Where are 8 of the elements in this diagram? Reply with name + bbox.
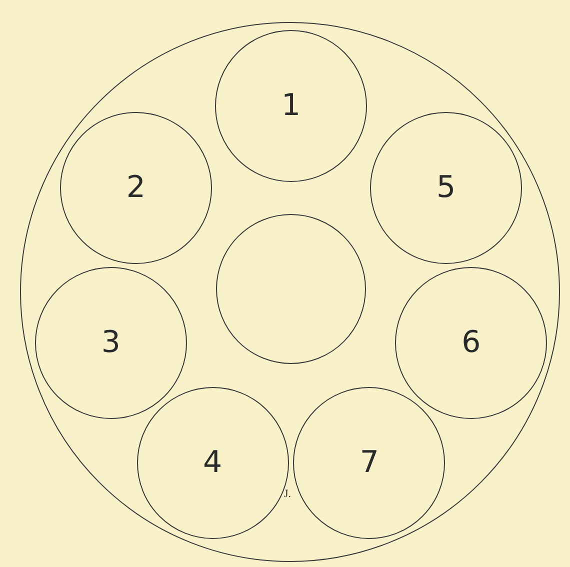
circle-number: 7 bbox=[360, 448, 379, 478]
circle-number: 6 bbox=[462, 328, 481, 358]
circle-number: 4 bbox=[203, 448, 222, 478]
signature-mark: J. bbox=[284, 488, 292, 500]
circle-number: 5 bbox=[436, 173, 456, 204]
circle-number: 2 bbox=[126, 173, 146, 204]
circle-number: 3 bbox=[101, 328, 120, 358]
circle-number: 1 bbox=[281, 91, 301, 121]
